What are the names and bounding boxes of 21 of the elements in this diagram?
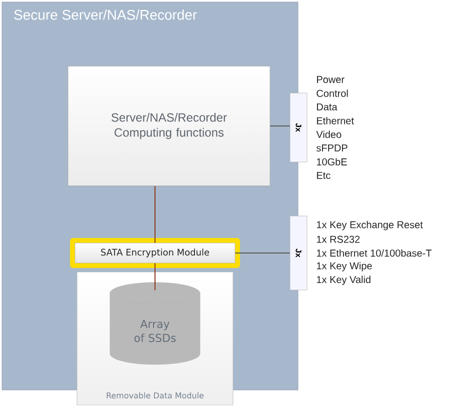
connector-tab: Jx <box>290 92 308 162</box>
port-label: 1x Ethernet 10/100base-T <box>316 249 432 257</box>
server-box: Server/NAS/Recorder Computing functions <box>68 66 270 186</box>
port-label: sFPDP <box>316 144 348 152</box>
port-label: Etc <box>317 172 330 179</box>
port-label: Power <box>317 76 344 84</box>
connector-tab: Jx <box>290 216 308 290</box>
ssd-cylinder: Array of SSDs <box>110 282 200 365</box>
connector-line <box>154 186 156 244</box>
encryption-module-box: SATA Encryption Module <box>70 238 240 268</box>
connector-line <box>234 252 290 254</box>
port-label: Control <box>316 90 348 97</box>
port-label: Ethernet <box>317 116 354 124</box>
connector-line <box>154 262 156 291</box>
port-label: Data <box>317 103 338 110</box>
port-label: Video <box>316 130 342 138</box>
port-label: 1x Key Wipe <box>316 262 372 272</box>
port-label: 1x Key Valid <box>316 276 370 286</box>
port-label: 1x Key Exchange Reset <box>316 220 423 230</box>
port-label: 10GbE <box>316 158 347 166</box>
port-label: 1x RS232 <box>316 236 360 243</box>
